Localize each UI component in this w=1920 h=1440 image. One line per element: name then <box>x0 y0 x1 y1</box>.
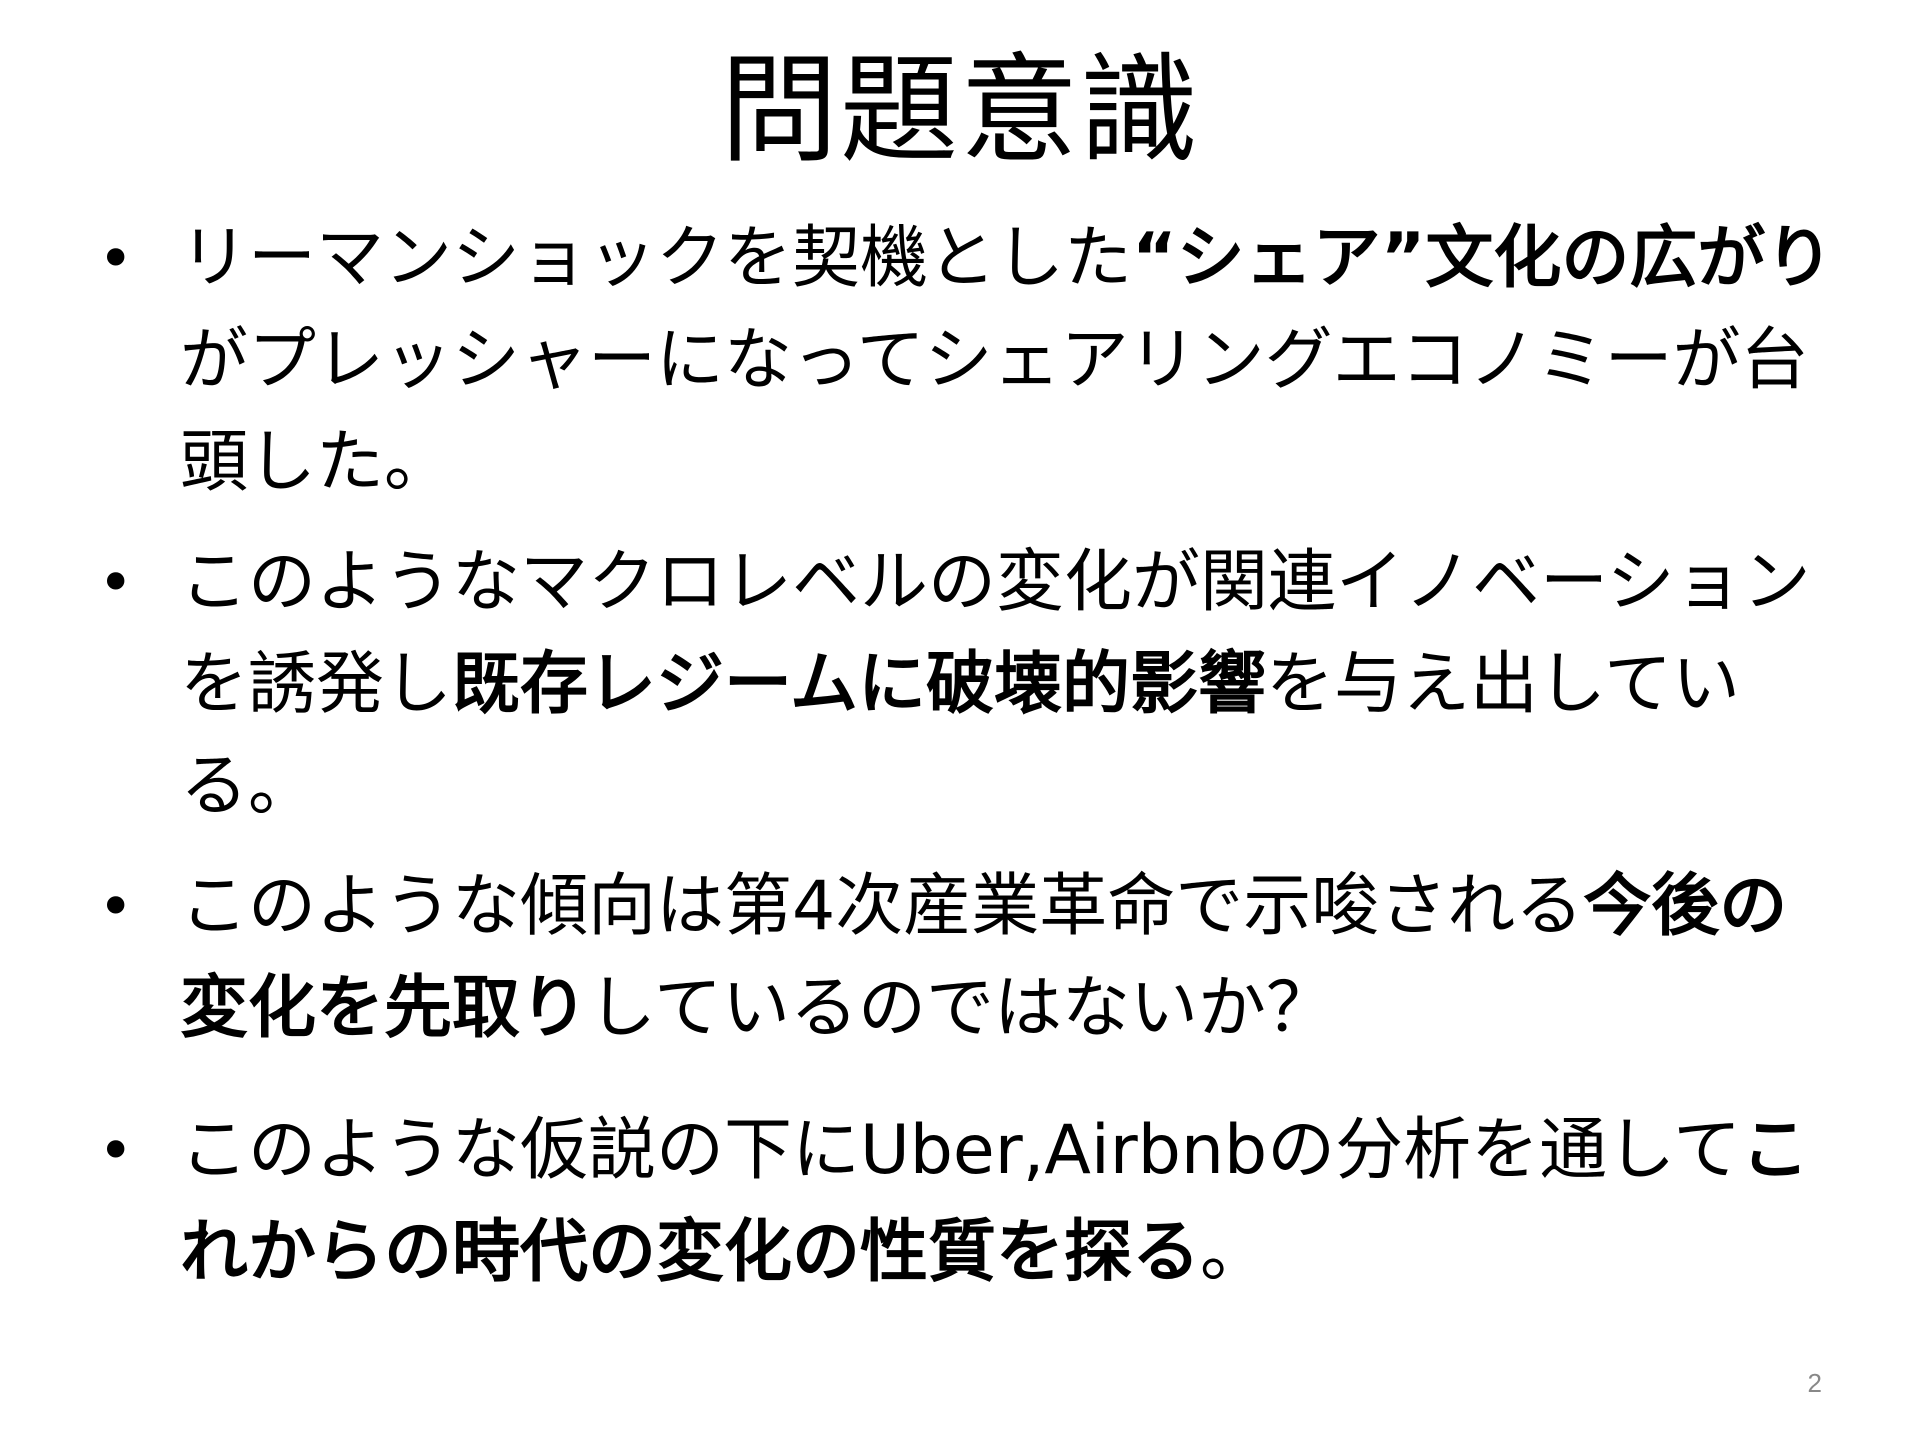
bullet-2-emphasis: 既存レジームに破壊的影響 <box>452 645 1266 724</box>
bullet-item-2: • このようなマクロレベルの変化が関連イノベーションを誘発し既存レジームに破壊的影… <box>98 532 1843 838</box>
bullet-1-emphasis: “シェア”文化の広がり <box>1132 219 1834 298</box>
bullet-1-text: リーマンショックを契機とした <box>180 219 1133 298</box>
bullet-3-text-end: しているのではないか？ <box>588 969 1334 1048</box>
bullet-2-text: このようなマクロレベルの変化が関連イノベーションを誘発し <box>180 543 1811 724</box>
bullet-1-text-end: がプレッシャーになってシェアリングエコノミーが台頭した。 <box>180 321 1809 502</box>
bullet-4-text-end: 。 <box>1200 1213 1269 1292</box>
bullet-4-emphasis: これからの時代の変化の性質を探る <box>180 1111 1810 1292</box>
page-number: 2 <box>1807 1368 1822 1398</box>
bullet-marker: • <box>98 548 134 618</box>
bullet-3-emphasis: 今後の変化を先取り <box>180 867 1788 1048</box>
bullet-marker: • <box>98 1116 134 1186</box>
bullet-list: • リーマンショックを契機とした“シェア”文化の広がりがプレッシャーになってシェア… <box>98 208 1843 1322</box>
bullet-2-text-end: を与え出している。 <box>180 645 1740 826</box>
bullet-item-4: • このような仮説の下にUber,Airbnbの分析を通してこれからの時代の変化の… <box>98 1100 1843 1304</box>
slide-title: 問題意識 <box>719 41 1200 179</box>
bullet-3-text: このような傾向は第4次産業革命で示唆される <box>180 867 1584 946</box>
bullet-4-text: このような仮説の下にUber,Airbnbの分析を通して <box>180 1111 1742 1190</box>
bullet-item-1: • リーマンショックを契機とした“シェア”文化の広がりがプレッシャーになってシェア… <box>98 208 1843 514</box>
bullet-item-3: • このような傾向は第4次産業革命で示唆される今後の変化を先取りしているのではない… <box>98 856 1843 1060</box>
bullet-marker: • <box>98 872 134 942</box>
bullet-marker: • <box>98 224 134 294</box>
